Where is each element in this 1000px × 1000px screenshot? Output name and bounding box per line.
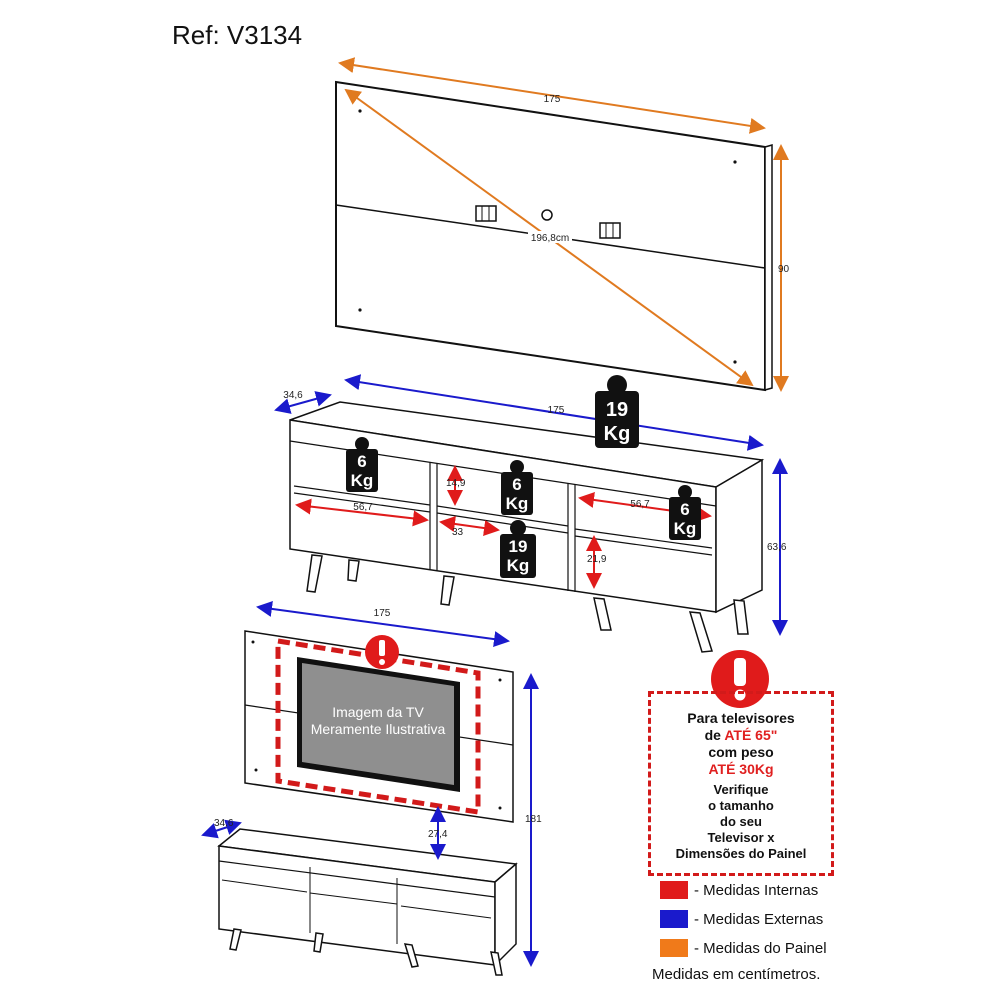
panel-width-label: 175 xyxy=(544,94,561,105)
warning-line-7: do seu xyxy=(720,814,762,829)
weight-tag-left: 6 Kg xyxy=(346,437,378,492)
assembly-depth-label: 34,6 xyxy=(214,818,234,829)
wall-panel: 175 90 196,8cm xyxy=(335,57,790,392)
assembly-width-line xyxy=(256,600,510,648)
niche-width-left-label: 56,7 xyxy=(353,502,373,513)
legend-panel: - Medidas do Painel xyxy=(660,938,827,958)
niche-width-center-line xyxy=(439,516,500,536)
svg-text:Imagem da TV: Imagem da TV xyxy=(332,704,424,720)
niche-height-bottom-label: 21,9 xyxy=(587,554,607,565)
warning-line-2: de ATÉ 65" xyxy=(704,727,778,743)
weight-tag-right: 6 Kg xyxy=(669,485,701,540)
warning-line-1: Para televisores xyxy=(687,710,795,726)
rack-depth-label: 34,6 xyxy=(283,390,303,401)
niche-height-top-label: 14,9 xyxy=(446,478,466,489)
rack-width-label: 175 xyxy=(548,405,565,416)
assembly-depth-line xyxy=(201,819,242,839)
panel-diagonal-label: 196,8cm xyxy=(531,233,569,244)
weight-tag-top: 19 Kg xyxy=(595,375,639,448)
legend-external: - Medidas Externas xyxy=(660,909,823,929)
tv-compatibility-warning: Para televisores de ATÉ 65" com peso ATÉ… xyxy=(648,691,834,876)
warning-line-6: o tamanho xyxy=(708,798,774,813)
svg-text:Kg: Kg xyxy=(506,494,529,513)
svg-text:Kg: Kg xyxy=(604,423,631,445)
svg-text:Kg: Kg xyxy=(674,519,697,538)
niche-width-left-line xyxy=(295,498,429,527)
gap-label: 27,4 xyxy=(428,829,448,840)
rack-width-line xyxy=(344,374,764,451)
reference-code: Ref: V3134 xyxy=(172,20,303,50)
assembly-width-label: 175 xyxy=(374,608,391,619)
alert-icon xyxy=(365,635,399,669)
svg-text:Kg: Kg xyxy=(507,556,530,575)
left-bracket-icon xyxy=(475,205,497,222)
weight-tag-center-bottom: 19 Kg xyxy=(500,520,536,578)
warning-line-9: Dimensões do Painel xyxy=(675,846,807,861)
svg-text:19: 19 xyxy=(606,399,628,421)
svg-text:19: 19 xyxy=(509,537,528,556)
assembled-set: Imagem da TV Meramente Ilustrativa 175 1… xyxy=(201,600,542,976)
svg-text:6: 6 xyxy=(680,500,689,519)
svg-text:Kg: Kg xyxy=(351,471,374,490)
svg-text:Meramente Ilustrativa: Meramente Ilustrativa xyxy=(311,721,446,737)
niche-width-right-label: 56,7 xyxy=(630,499,650,510)
legend-swatch-internal xyxy=(660,881,688,899)
rack-height-label: 63,6 xyxy=(767,542,787,553)
warning-line-5: Verifique xyxy=(713,782,769,797)
svg-text:6: 6 xyxy=(357,452,366,471)
tv-screen: Imagem da TV Meramente Ilustrativa xyxy=(297,657,460,792)
units-footnote: Medidas em centímetros. xyxy=(652,966,821,983)
panel-height-label: 90 xyxy=(778,264,790,275)
legend-swatch-panel xyxy=(660,939,688,957)
weight-tag-center-top: 6 Kg xyxy=(501,460,533,515)
warning-line-4: ATÉ 30Kg xyxy=(708,761,774,777)
tv-area-outline xyxy=(275,638,481,815)
right-bracket-icon xyxy=(599,222,621,239)
tv-rack: 175 34,6 63,6 56,7 14,9 33 56,7 21,9 xyxy=(274,374,788,653)
niche-width-center-label: 33 xyxy=(452,527,464,538)
rack-depth-line xyxy=(274,391,332,414)
assembly-height-label: 181 xyxy=(525,814,542,825)
svg-text:6: 6 xyxy=(512,475,521,494)
legend-swatch-external xyxy=(660,910,688,928)
legend-internal: - Medidas Internas xyxy=(660,880,818,900)
warning-line-3: com peso xyxy=(708,744,774,760)
warning-line-8: Televisor x xyxy=(707,830,775,845)
